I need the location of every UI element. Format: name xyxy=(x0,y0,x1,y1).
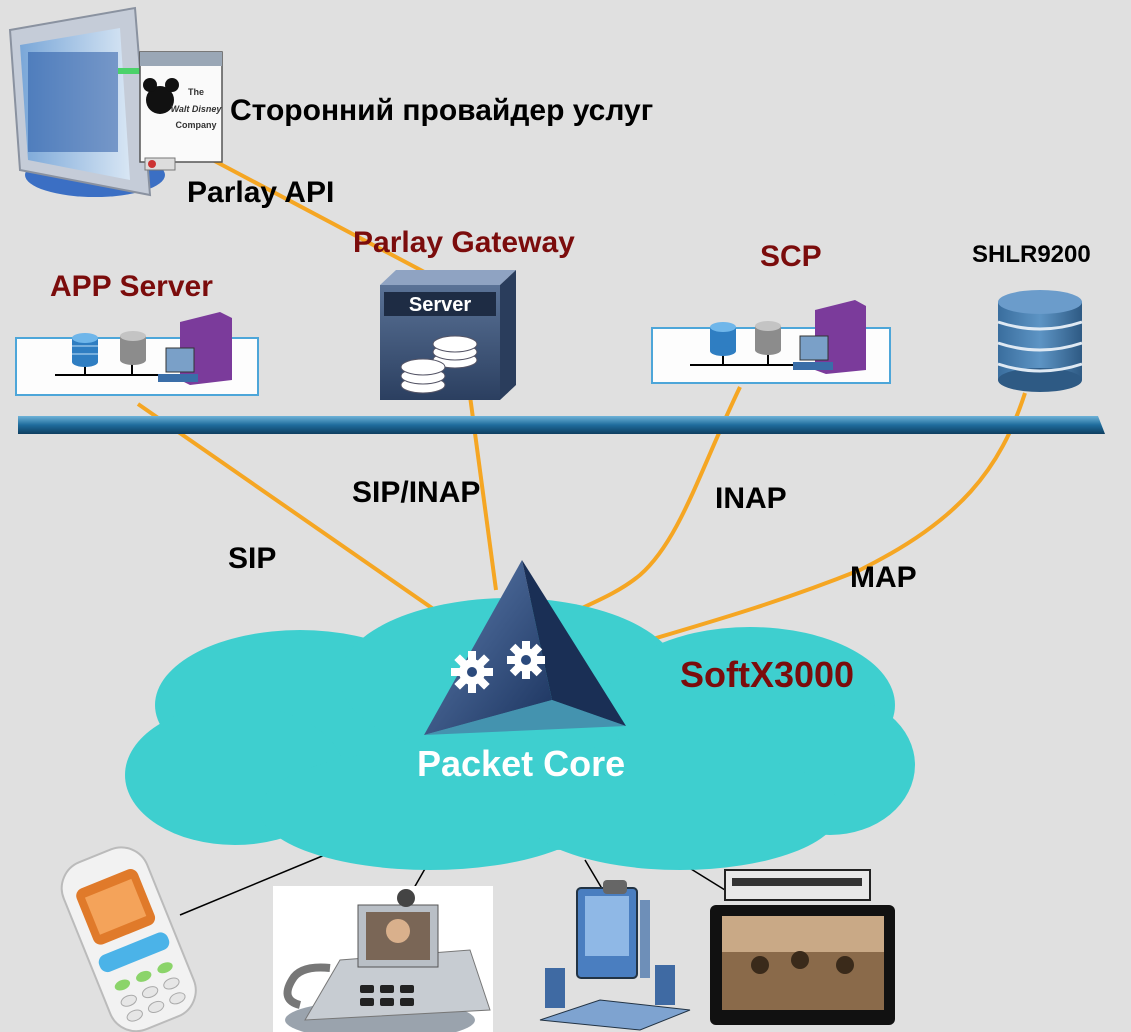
app-server-label: APP Server xyxy=(50,270,213,303)
database-icon xyxy=(997,290,1083,392)
database-icon xyxy=(72,333,98,367)
mobile-phone-icon xyxy=(60,846,197,1032)
database-icon xyxy=(710,322,736,356)
monitor-logo-line-3: Company xyxy=(175,120,216,130)
scp-label: SCP xyxy=(760,240,822,273)
app-server-icon xyxy=(15,312,259,396)
map-link xyxy=(599,392,1027,657)
gear-icon xyxy=(451,651,493,693)
parlay-gateway-label: Parlay Gateway xyxy=(353,226,575,259)
sip-inap-label: SIP/INAP xyxy=(352,476,480,509)
inap-label: INAP xyxy=(715,482,787,515)
monitor-logo-line-1: The xyxy=(188,87,204,97)
softswitch-icon xyxy=(424,560,626,735)
video-conference-tv-icon xyxy=(710,869,895,1025)
gear-icon xyxy=(507,641,545,679)
packet-core-label: Packet Core xyxy=(417,743,625,784)
workstation-icon xyxy=(158,312,232,385)
disk-stack-icon xyxy=(400,335,478,394)
server-icon: Server xyxy=(380,270,516,400)
pc-workstation-icon xyxy=(539,880,691,1031)
backbone-bus xyxy=(18,416,1105,434)
workstation-icon xyxy=(793,300,866,374)
database-icon xyxy=(755,321,781,355)
parlay-api-label: Parlay API xyxy=(187,176,334,209)
sip-label: SIP xyxy=(228,542,276,575)
server-badge: Server xyxy=(409,294,471,316)
sip-link xyxy=(136,402,480,642)
scp-server-icon xyxy=(651,300,891,384)
softx-label: SoftX3000 xyxy=(680,654,854,695)
provider-label: Сторонний провайдер услуг xyxy=(230,94,653,127)
map-label: MAP xyxy=(850,561,917,594)
video-phone-icon xyxy=(273,886,493,1032)
desktop-computer-icon: The Walt Disney Company xyxy=(8,6,223,197)
database-icon xyxy=(120,331,146,365)
monitor-logo-line-2: Walt Disney xyxy=(171,104,223,114)
shlr-label: SHLR9200 xyxy=(972,241,1091,268)
